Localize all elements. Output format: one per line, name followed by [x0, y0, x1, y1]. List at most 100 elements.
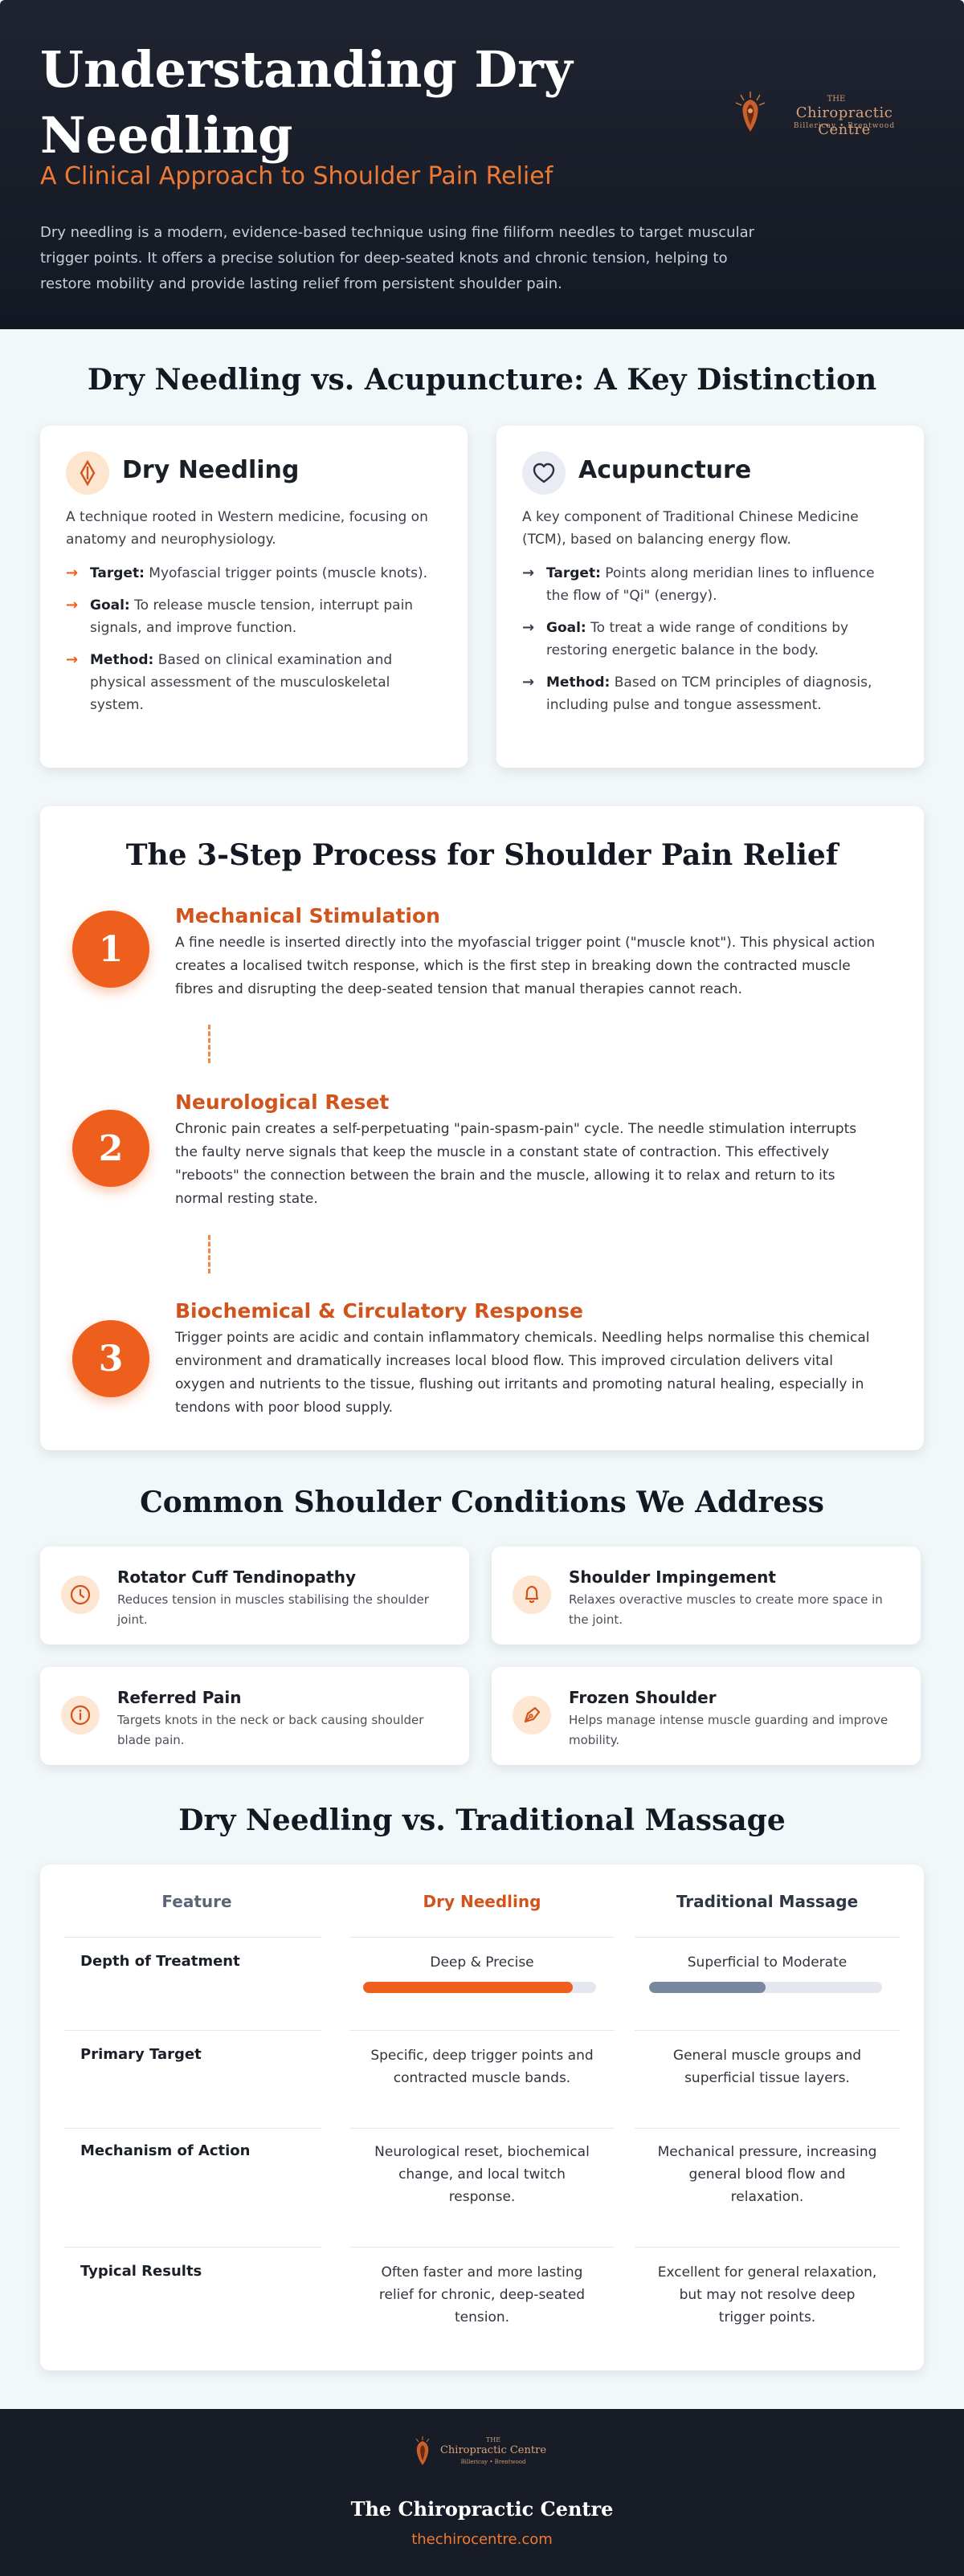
logo-emblem-icon — [735, 92, 766, 132]
row-dry-value: Deep & Precise — [430, 1954, 534, 1971]
footer-website-link[interactable]: thechirocentre.com — [411, 2531, 553, 2548]
comparison-table: Feature Dry Needling Traditional Massage… — [40, 1865, 924, 2370]
divider — [635, 2247, 900, 2248]
footer-logo-name: Chiropractic Centre — [439, 2444, 547, 2456]
logo-name-text: Chiropractic Centre — [795, 104, 893, 138]
divider — [349, 1937, 615, 1938]
divider — [64, 1937, 321, 1938]
comparison-table-title: Dry Needling vs. Traditional Massage — [178, 1804, 786, 1837]
process-title: The 3-Step Process for Shoulder Pain Rel… — [125, 838, 839, 872]
conditions-title: Common Shoulder Conditions We Address — [140, 1486, 824, 1519]
card-heading: Acupuncture — [578, 456, 752, 484]
divider — [635, 2030, 900, 2031]
condition-card: Referred Pain Targets knots in the neck … — [40, 1667, 469, 1765]
row-feature-label: Primary Target — [80, 2046, 202, 2063]
card-description: A key component of Traditional Chinese M… — [522, 509, 859, 548]
list-item: →Goal: To treat a wide range of conditio… — [522, 617, 898, 662]
row-dry-value: Specific, deep trigger points and contra… — [370, 2048, 594, 2086]
row-dry-value: Often faster and more lasting relief for… — [378, 2264, 586, 2325]
clock-icon — [61, 1575, 100, 1614]
acupuncture-card: Acupuncture A key component of Tradition… — [496, 426, 924, 768]
footer-logo-location: Billericay • Brentwood — [460, 2459, 526, 2465]
divider — [64, 2247, 321, 2248]
depth-bar-massage-fill — [649, 1982, 766, 1993]
column-header-dry-needling: Dry Needling — [423, 1892, 541, 1911]
column-header-massage: Traditional Massage — [676, 1892, 859, 1911]
step-text: Chronic pain creates a self-perpetuating… — [175, 1121, 857, 1207]
list-item: →Goal: To release muscle tension, interr… — [66, 594, 442, 639]
page-title: Understanding Dry Needling — [40, 40, 573, 165]
row-dry-value: Neurological reset, biochemical change, … — [374, 2144, 590, 2205]
arrow-right-icon: → — [66, 565, 79, 581]
divider — [349, 2030, 615, 2031]
footer-logo[interactable]: THE Chiropractic Centre Billericay • Bre… — [410, 2435, 554, 2470]
step-number: 3 — [72, 1320, 149, 1397]
logo-the-text: THE — [827, 95, 846, 104]
bell-icon — [513, 1575, 551, 1614]
needle-diamond-icon — [66, 451, 109, 495]
condition-text: Helps manage intense muscle guarding and… — [569, 1713, 888, 1747]
list-item: →Method: Based on clinical examination a… — [66, 649, 442, 716]
heart-icon — [522, 451, 566, 495]
condition-title: Frozen Shoulder — [569, 1688, 717, 1707]
row-massage-value: Mechanical pressure, increasing general … — [657, 2144, 877, 2205]
row-feature-label: Mechanism of Action — [80, 2142, 251, 2159]
footer-brand: The Chiropractic Centre — [350, 2497, 614, 2521]
step-title: Neurological Reset — [175, 1090, 390, 1114]
dry-needling-card: Dry Needling A technique rooted in Weste… — [40, 426, 468, 768]
list-item: →Target: Points along meridian lines to … — [522, 562, 898, 607]
clinic-logo[interactable]: THE Chiropractic Centre Billericay • Bre… — [733, 88, 942, 140]
condition-card: Rotator Cuff Tendinopathy Reduces tensio… — [40, 1547, 469, 1645]
divider — [64, 2030, 321, 2031]
condition-card: Frozen Shoulder Helps manage intense mus… — [492, 1667, 921, 1765]
step-title: Biochemical & Circulatory Response — [175, 1299, 584, 1323]
process-section: The 3-Step Process for Shoulder Pain Rel… — [40, 806, 924, 1450]
list-item: →Method: Based on TCM principles of diag… — [522, 671, 898, 716]
step-text: A fine needle is inserted directly into … — [175, 935, 876, 997]
condition-title: Referred Pain — [117, 1688, 242, 1707]
row-feature-label: Depth of Treatment — [80, 1953, 240, 1970]
card-description: A technique rooted in Western medicine, … — [66, 509, 428, 548]
depth-bar-dry-fill — [363, 1982, 573, 1993]
arrow-right-icon: → — [66, 651, 79, 668]
info-icon — [61, 1696, 100, 1734]
row-massage-value: General muscle groups and superficial ti… — [672, 2048, 862, 2086]
intro-text: Dry needling is a modern, evidence-based… — [40, 224, 755, 292]
step-number: 2 — [72, 1110, 149, 1187]
condition-text: Relaxes overactive muscles to create mor… — [569, 1592, 883, 1627]
card-list: →Target: Points along meridian lines to … — [522, 562, 898, 726]
hero-header: Understanding Dry Needling A Clinical Ap… — [0, 0, 964, 329]
row-massage-value: Superficial to Moderate — [687, 1954, 848, 1971]
footer-logo-the: THE — [485, 2436, 501, 2444]
step-connector — [208, 1025, 210, 1063]
condition-card: Shoulder Impingement Relaxes overactive … — [492, 1547, 921, 1645]
logo-location-text: Billericay • Brentwood — [793, 122, 896, 130]
column-header-feature: Feature — [161, 1892, 232, 1911]
step-number: 1 — [72, 911, 149, 988]
condition-title: Shoulder Impingement — [569, 1567, 776, 1587]
arrow-right-icon: → — [66, 597, 79, 613]
divider — [64, 2128, 321, 2129]
arrow-right-icon: → — [522, 565, 535, 581]
pen-icon — [513, 1696, 551, 1734]
depth-bar-massage — [649, 1982, 882, 1993]
step-text: Trigger points are acidic and contain in… — [175, 1330, 870, 1416]
condition-text: Targets knots in the neck or back causin… — [117, 1713, 424, 1747]
step-title: Mechanical Stimulation — [175, 904, 440, 927]
condition-text: Reduces tension in muscles stabilising t… — [117, 1592, 429, 1627]
depth-bar-dry — [363, 1982, 596, 1993]
card-list: →Target: Myofascial trigger points (musc… — [66, 562, 442, 726]
divider — [635, 1937, 900, 1938]
divider — [349, 2247, 615, 2248]
page-subtitle: A Clinical Approach to Shoulder Pain Rel… — [40, 162, 553, 190]
row-feature-label: Typical Results — [80, 2263, 202, 2280]
list-item: →Target: Myofascial trigger points (musc… — [66, 562, 442, 585]
arrow-right-icon: → — [522, 674, 535, 691]
footer: THE Chiropractic Centre Billericay • Bre… — [0, 2409, 964, 2576]
condition-title: Rotator Cuff Tendinopathy — [117, 1567, 356, 1587]
logo-emblem-icon — [415, 2436, 430, 2465]
divider — [349, 2128, 615, 2129]
card-heading: Dry Needling — [122, 456, 300, 484]
step-connector — [208, 1235, 210, 1274]
